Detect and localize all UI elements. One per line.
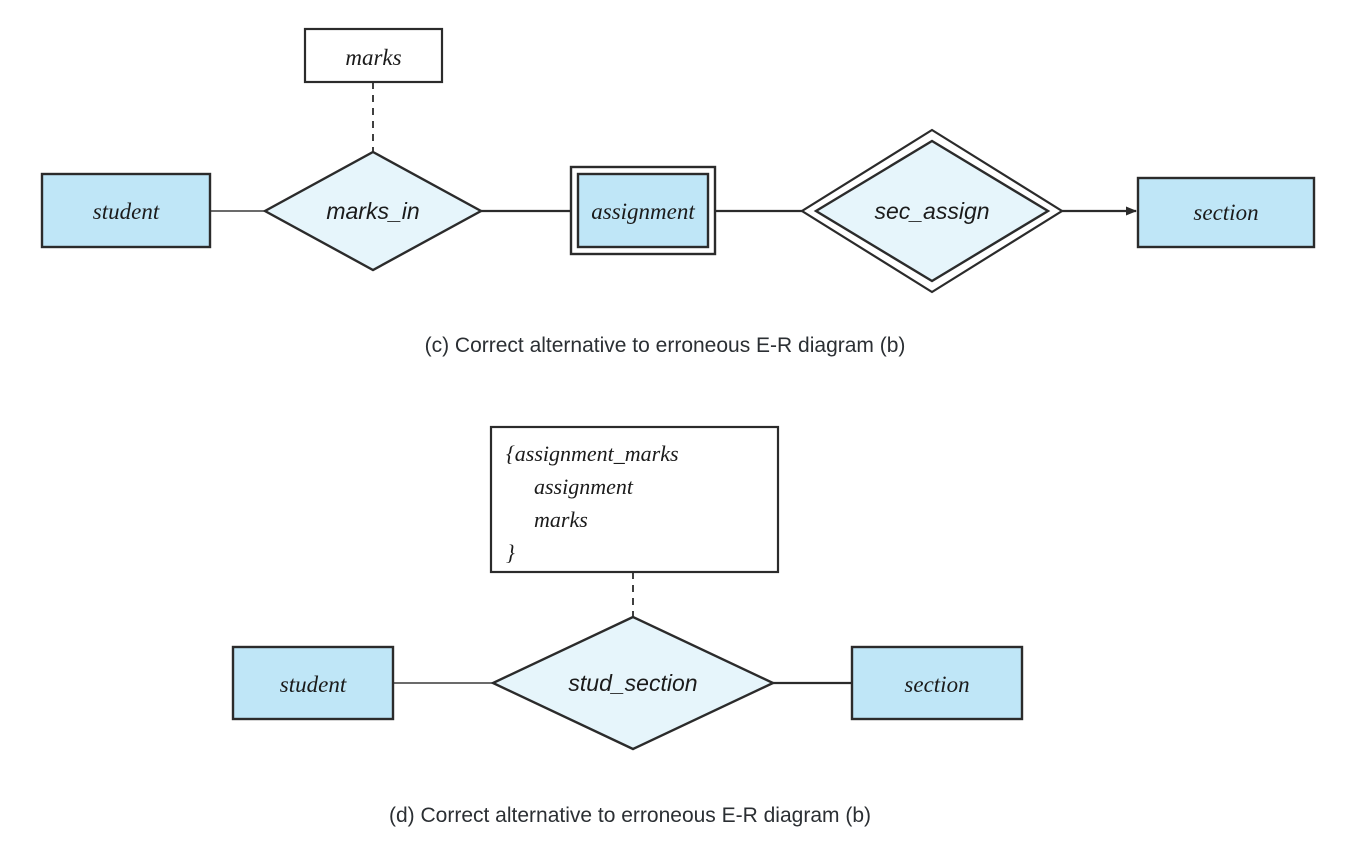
entity-label-section-bottom: section [904,672,969,697]
relationship-diamond-marks-in [262,150,484,272]
entity-label-student: student [93,199,160,224]
identifying-relationship-diamond-sec-assign [813,139,1051,283]
entity-box-student [40,172,212,249]
composite-attribute-line-4: } [506,540,515,565]
relationship-label-sec-assign: sec_assign [874,198,989,224]
composite-attribute-line-1: {assignment_marks [506,441,679,466]
entity-label-assignment: assignment [591,199,695,224]
caption-diagram-d: (d) Correct alternative to erroneous E-R… [389,804,871,827]
entity-box-assignment [576,172,710,249]
entity-box-section-top [1136,176,1316,249]
composite-attribute-box-assignment-marks [489,425,780,574]
attribute-box-marks [303,27,444,84]
attribute-label-marks: marks [345,45,401,70]
composite-attribute-line-3: marks [534,507,588,532]
entity-label-section-top: section [1193,200,1258,225]
entity-box-student-bottom [231,645,395,721]
caption-diagram-c: (c) Correct alternative to erroneous E-R… [425,334,906,357]
diagram-d-group: {assignment_marks assignment marks } stu… [231,425,1024,827]
composite-attribute-line-2: assignment [534,474,634,499]
relationship-diamond-stud-section [490,615,776,751]
relationship-label-marks-in: marks_in [326,198,419,224]
entity-label-student-bottom: student [280,672,347,697]
diagram-c-group: marks student marks_in assignment sec_as… [40,27,1316,357]
entity-box-section-bottom [850,645,1024,721]
relationship-label-stud-section: stud_section [568,670,697,696]
identifying-relationship-outer-sec-assign [799,128,1065,294]
